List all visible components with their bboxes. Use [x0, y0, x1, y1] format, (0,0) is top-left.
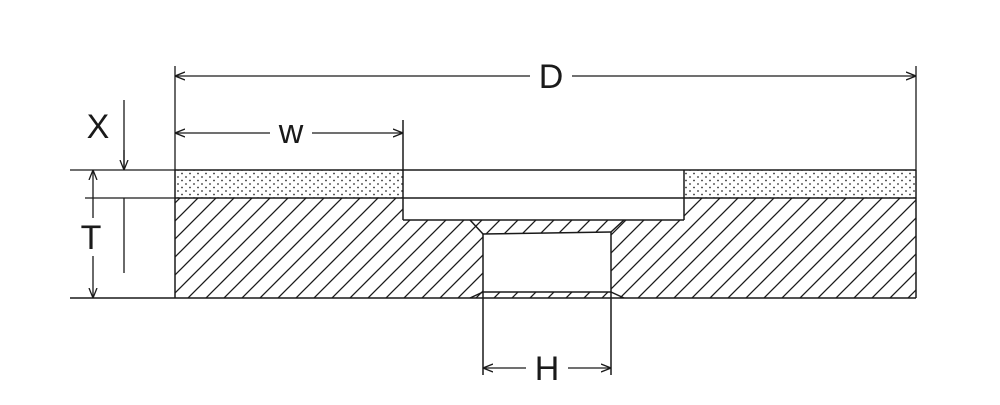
- dimension-label-H: H: [535, 350, 560, 388]
- abrasive-layer-left: [175, 170, 403, 198]
- dimension-label-w: w: [278, 113, 304, 151]
- abrasive-layer-right: [684, 170, 916, 198]
- dimension-H: H: [483, 350, 611, 388]
- wheel-outline: [70, 120, 917, 299]
- dimension-w: w: [175, 113, 403, 151]
- bore-hole: [483, 232, 611, 292]
- bore-outline: [469, 219, 625, 375]
- dimension-label-D: D: [539, 58, 564, 96]
- dimension-X: X: [87, 108, 124, 170]
- dimension-label-X: X: [87, 108, 110, 146]
- dimension-T: T: [81, 170, 102, 298]
- dimension-label-T: T: [81, 219, 102, 257]
- dimension-D: D: [175, 58, 916, 96]
